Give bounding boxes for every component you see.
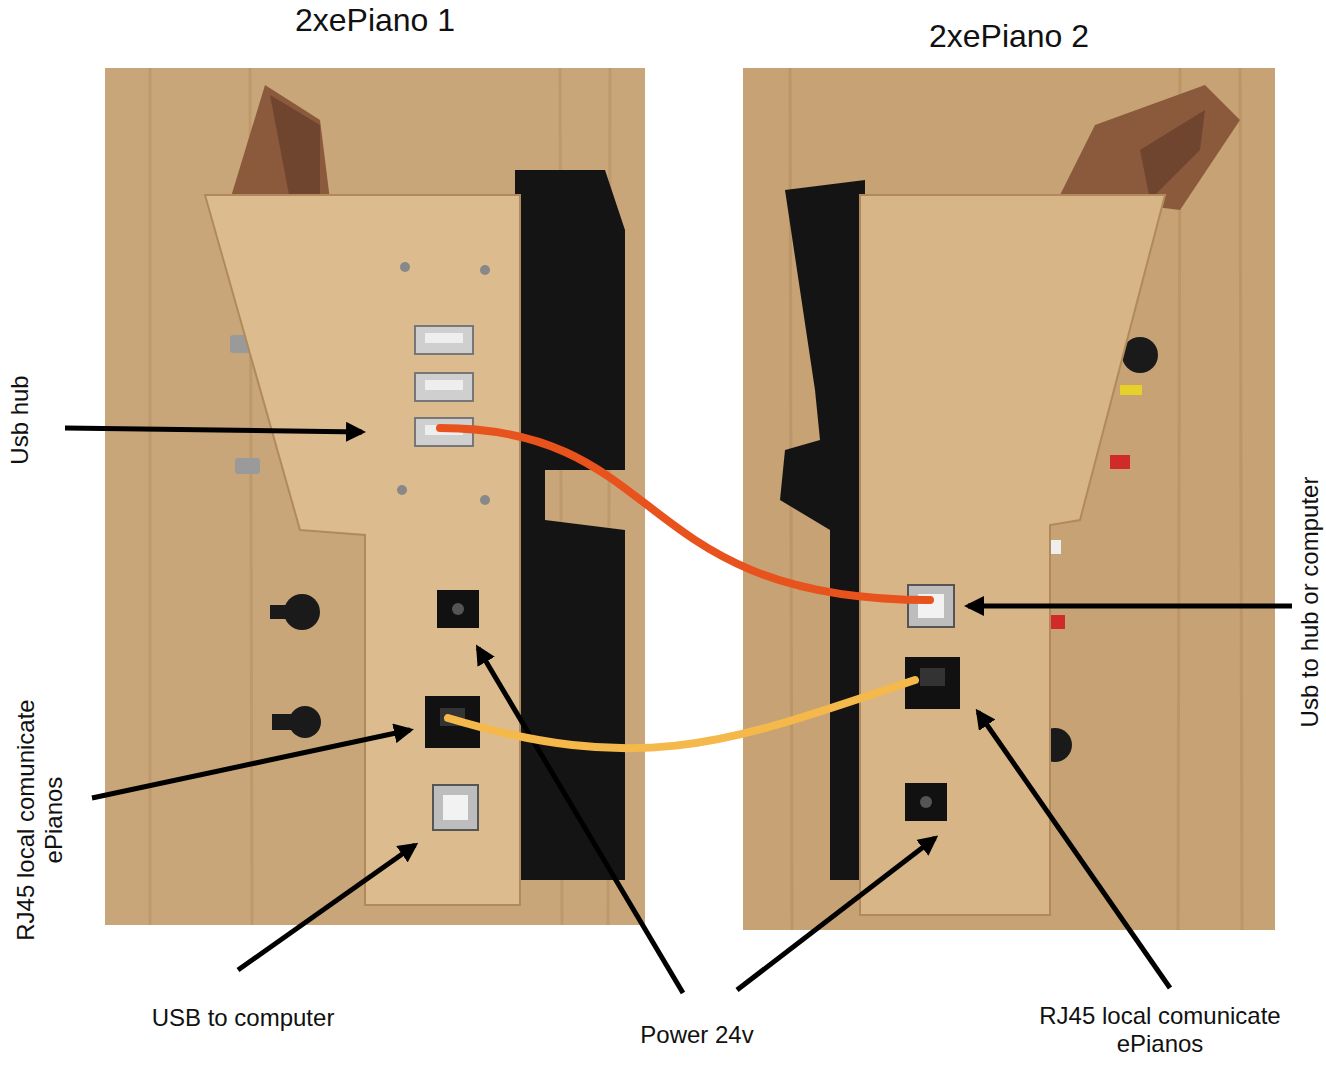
leader-arrows [65,428,1292,993]
cable [440,428,930,600]
epiano-photo-panel: 2xePiano 1 [105,68,645,925]
wood-background [743,68,1275,930]
panel-heading: 2xePiano 1 [105,2,645,39]
port-label: Usb hub [6,375,34,464]
panel-heading: 2xePiano 2 [743,18,1275,55]
port-label: RJ45 local comunicate ePianos [1020,1002,1300,1057]
epiano-photo-panel: 2xePiano 2 [743,68,1275,930]
port-label: RJ45 local comunicate ePianos [12,695,67,945]
epiano-2 [780,85,1240,915]
port-label: Power 24v [640,1021,753,1049]
cable [448,680,915,748]
port-label: Usb to hub or computer [1296,477,1324,728]
epiano-1 [205,85,625,905]
port-label: USB to computer [152,1004,335,1032]
